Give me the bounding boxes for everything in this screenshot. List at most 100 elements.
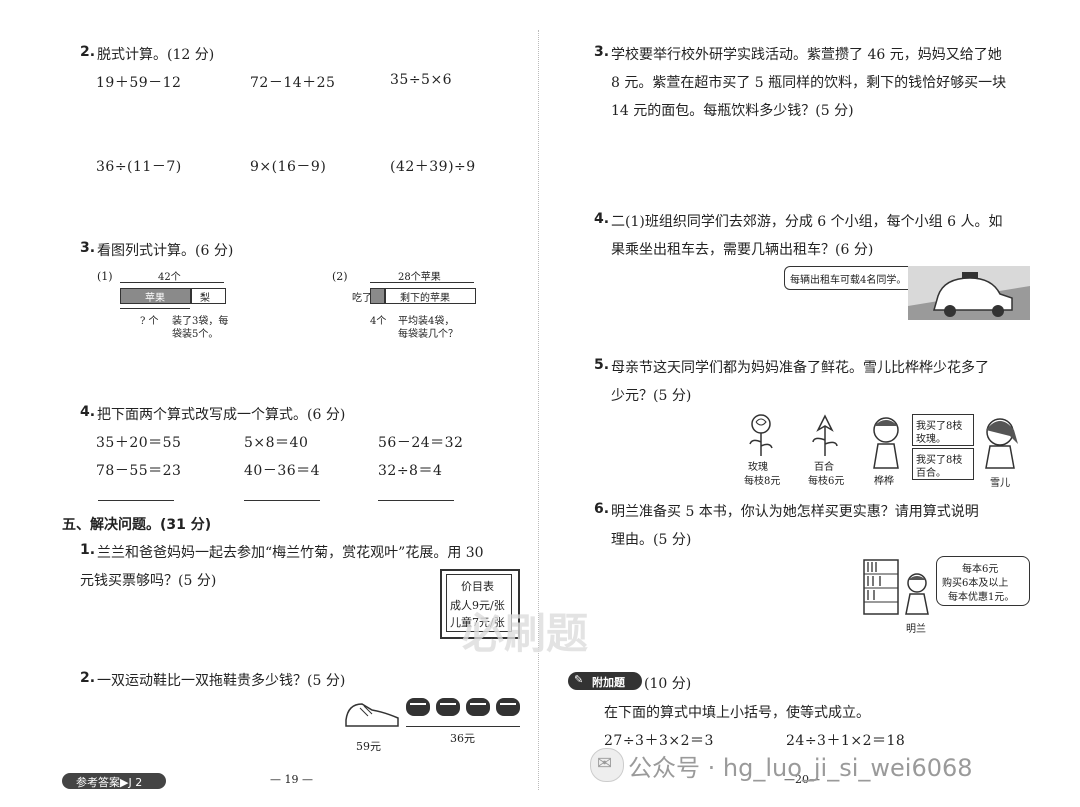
answer-line (98, 500, 174, 501)
diagram-label: (1) (97, 270, 113, 283)
bar-segment-apple (120, 288, 192, 304)
rq4-text: 果乘坐出租车去，需要几辆出租车？(6 分) (611, 242, 874, 258)
diagram-total: 28个苹果 (398, 272, 441, 283)
diagram-note: 每袋装几个？ (398, 329, 458, 340)
lily-label: 百合 (814, 462, 834, 473)
diagram-note: 装了3袋，每 (172, 316, 229, 327)
diagram-note: 平均装4袋， (398, 316, 455, 327)
lily-image (812, 414, 838, 456)
taxi-image (908, 266, 1030, 320)
section-title: 五、解决问题。(31 分) (62, 517, 212, 533)
q2-number: 2. (80, 44, 96, 60)
p2-text: 一双运动鞋比一双拖鞋贵多少钱？(5 分) (97, 673, 346, 689)
rq3-text: 14 元的面包。每瓶饮料多少钱？(5 分) (611, 103, 854, 119)
rq3-number: 3. (594, 44, 610, 60)
rq4-number: 4. (594, 211, 610, 227)
page-number-right: —20— (784, 773, 820, 786)
diagram-note: 4个 (370, 316, 387, 327)
diagram-note: 袋装5个。 (172, 329, 219, 340)
page-number-left: — 19 — (270, 773, 313, 786)
bubble-text: 玫瑰。 (916, 434, 946, 445)
price-list-title: 价目表 (461, 580, 494, 593)
rose-label: 玫瑰 (748, 462, 768, 473)
bubble-text: 每本优惠1元。 (948, 592, 1015, 603)
answer-badge: 参考答案▶J 2 (62, 773, 166, 789)
bonus-equation: 24÷3＋1×2＝18 (786, 733, 906, 749)
rq6-text: 明兰准备买 5 本书，你认为她怎样买更实惠？请用算式说明 (611, 504, 979, 520)
pencil-icon: ✎ (574, 673, 584, 686)
q4-number: 4. (80, 404, 96, 420)
bubble-text: 每本6元 (962, 564, 999, 575)
calc-item: 35÷5×6 (390, 72, 453, 88)
calc-item: 78－55＝23 (96, 463, 182, 479)
calc-item: 72－14＋25 (250, 75, 336, 91)
sneaker-price: 59元 (356, 740, 381, 753)
bonus-tag: 附加题 ✎ (568, 672, 642, 690)
rq3-text: 8 元。紫萱在超市买了 5 瓶同样的饮料，剩下的钱恰好够买一块 (611, 75, 1007, 91)
calc-item: 19＋59－12 (96, 75, 182, 91)
p1-text: 兰兰和爸爸妈妈一起去参加“梅兰竹菊，赏花观叶”花展。用 30 (97, 545, 484, 561)
q2-title: 脱式计算。(12 分) (97, 47, 215, 63)
chat-bubble-glyph: ✉ (597, 753, 613, 774)
girl-huahua-image (873, 417, 899, 469)
calc-item: (42＋39)÷9 (390, 159, 476, 175)
bubble-text: 我买了8枝 (916, 421, 963, 432)
answer-line (244, 500, 320, 501)
diagram-total: 42个 (158, 272, 181, 283)
watermark-account: 公众号 · hg_luo_ji_si_wei6068 (628, 754, 973, 782)
rose-image (749, 414, 773, 456)
rose-price: 每枝8元 (744, 476, 781, 487)
q3-number: 3. (80, 240, 96, 256)
segment-label: 梨 (200, 293, 210, 304)
answer-badge-label: 参考答案▶J 2 (76, 776, 143, 789)
name-huahua: 桦桦 (874, 476, 894, 487)
rq6-text: 理由。(5 分) (611, 532, 692, 548)
bubble-text: 百合。 (916, 468, 946, 479)
calc-item: 40－36＝4 (244, 463, 321, 479)
diagram-label: (2) (332, 270, 348, 283)
slippers-price: 36元 (450, 732, 475, 745)
brace-line (370, 282, 474, 283)
rq6-number: 6. (594, 501, 610, 517)
bar-segment-eaten (370, 288, 386, 304)
price-child: 儿童7元/张 (450, 616, 505, 629)
calc-item: 5×8＝40 (244, 435, 309, 451)
bonus-points: (10 分) (644, 676, 692, 692)
calc-item: 9×(16－9) (250, 159, 327, 175)
bubble-text: 我买了8枝 (916, 455, 963, 466)
diagram-note: ? 个 (140, 316, 159, 327)
watermark-center: 必刷题 (462, 609, 589, 658)
name-minglan: 明兰 (906, 624, 926, 635)
speech-bubble (784, 266, 916, 290)
bubble-text: 每辆出租车可载4名同学。 (790, 275, 907, 286)
q3-title: 看图列式计算。(6 分) (97, 243, 234, 259)
speech-bubble (912, 448, 974, 480)
page-gutter (538, 30, 539, 790)
girl-minglan-image (905, 573, 929, 615)
price-list-board (440, 569, 520, 639)
price-adult: 成人9元/张 (450, 599, 505, 612)
bonus-tag-label: 附加题 (592, 676, 625, 689)
name-xueer: 雪儿 (990, 478, 1010, 489)
brace-line (406, 726, 520, 727)
segment-label: 苹果 (145, 293, 165, 304)
bar-segment-pear (190, 288, 226, 304)
calc-item: 56－24＝32 (378, 435, 464, 451)
speech-bubble (936, 556, 1030, 606)
bookshelf-image (863, 559, 899, 615)
p2-number: 2. (80, 670, 96, 686)
brace-line (120, 308, 190, 309)
rq5-number: 5. (594, 357, 610, 373)
brace-line (120, 282, 224, 283)
p1-text: 元钱买票够吗？(5 分) (80, 573, 217, 589)
bubble-text: 购买6本及以上 (942, 578, 1009, 589)
rq3-text: 学校要举行校外研学实践活动。紫萱攒了 46 元，妈妈又给了她 (611, 47, 1002, 63)
rq4-text: 二(1)班组织同学们去郊游，分成 6 个小组，每个小组 6 人。如 (611, 214, 1003, 230)
answer-line (378, 500, 454, 501)
wechat-icon: ✉ (590, 748, 624, 782)
girl-xueer-image (985, 418, 1018, 469)
p1-number: 1. (80, 542, 96, 558)
bonus-text: 在下面的算式中填上小括号，使等式成立。 (604, 705, 870, 721)
segment-label: 剩下的苹果 (400, 293, 450, 304)
q4-title: 把下面两个算式改写成一个算式。(6 分) (97, 407, 346, 423)
